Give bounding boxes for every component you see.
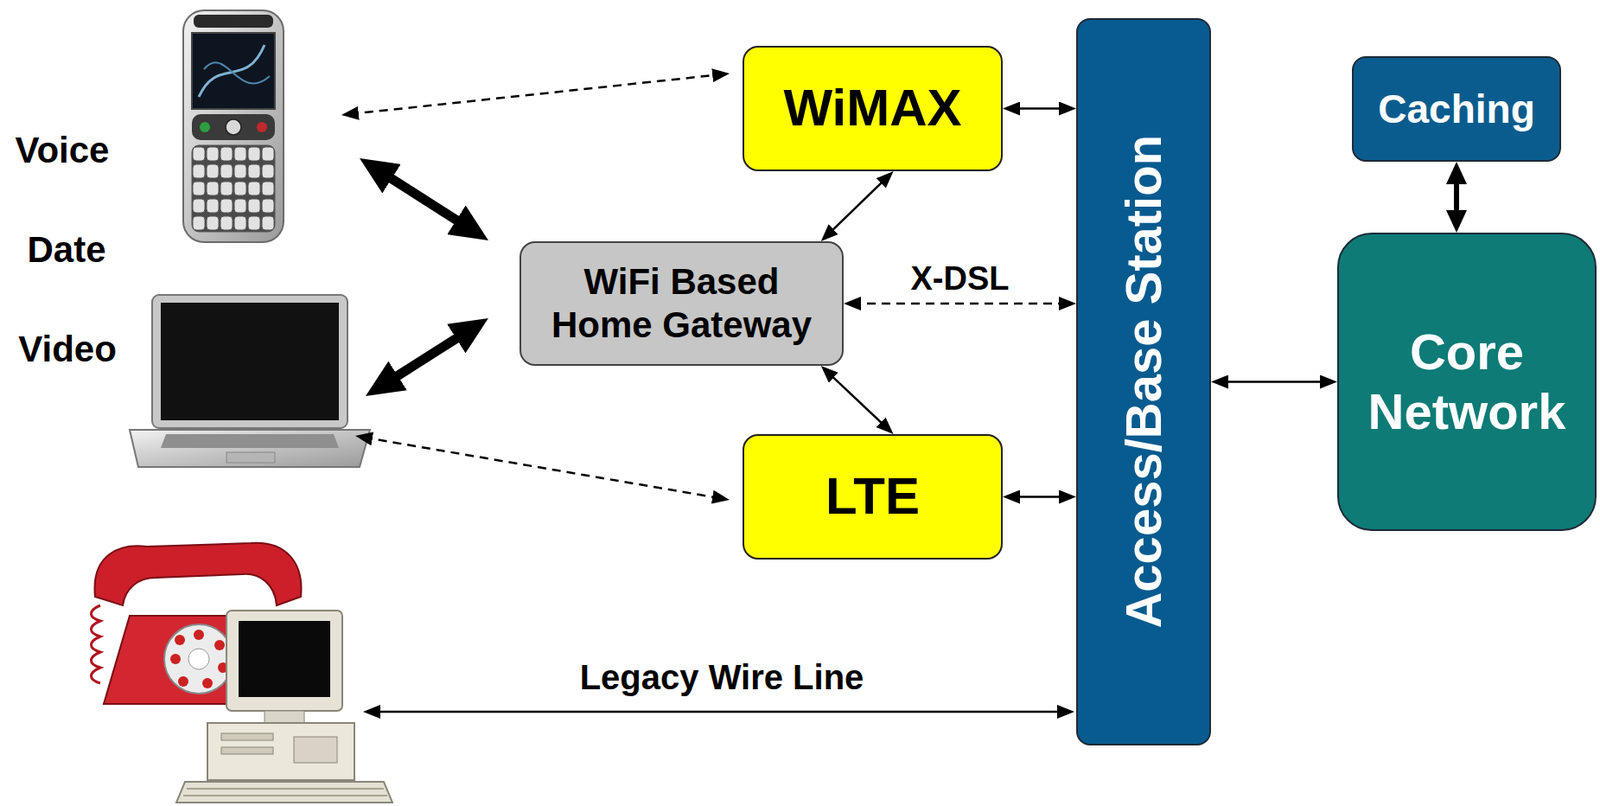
monitor-case	[226, 610, 343, 711]
node-label: Caching	[1377, 85, 1535, 133]
edge-label: X-DSL	[908, 260, 1013, 299]
key-row	[183, 794, 388, 797]
phone-handset	[95, 542, 302, 606]
access-tech-box: WiMAX	[742, 45, 1003, 172]
laptop-screen	[160, 302, 339, 421]
node-label: LTE	[825, 465, 920, 528]
dashed-link	[363, 437, 721, 499]
node-label: Access/Base Station	[1114, 134, 1173, 629]
laptop-lid	[152, 294, 348, 428]
monitor-stand	[264, 710, 305, 723]
computer-keyboard	[176, 781, 393, 803]
dial-hole	[174, 634, 185, 645]
desktop-computer-illustration	[176, 610, 393, 803]
thick-link	[387, 331, 466, 383]
phone-nav	[191, 114, 275, 141]
phone-screen	[191, 32, 275, 109]
laptop-illustration	[129, 294, 370, 467]
rotary-dial	[164, 624, 234, 694]
connector	[827, 371, 887, 428]
text-label: Legacy Wire Line	[577, 656, 867, 697]
end-button	[256, 121, 268, 133]
connector	[1219, 380, 1329, 383]
text-label: Date	[24, 229, 109, 271]
dial-hole	[193, 629, 204, 640]
phone-cord	[91, 605, 102, 683]
trackball	[225, 119, 242, 135]
call-button	[199, 121, 211, 133]
laptop-base	[129, 429, 370, 467]
node-label: Core Network	[1351, 322, 1583, 441]
access-tech-box: LTE	[742, 433, 1003, 560]
thick-link	[381, 172, 466, 227]
phone-top	[193, 14, 274, 28]
connector	[1011, 107, 1068, 110]
dial-hole	[214, 639, 225, 651]
drive-slot	[221, 733, 274, 740]
connector	[1453, 172, 1460, 223]
connector	[1011, 495, 1068, 498]
gateway-box: WiFi Based Home Gateway	[519, 241, 844, 366]
laptop-trackpad	[226, 452, 275, 463]
text-label: Voice	[12, 129, 113, 172]
wire-line	[371, 710, 1066, 714]
dashed-connector	[852, 302, 1068, 306]
dial-hole	[178, 675, 189, 687]
laptop-keyboard	[160, 433, 339, 448]
core-network-box: Core Network	[1337, 232, 1597, 531]
dial-hole	[202, 677, 213, 689]
node-label: WiMAX	[783, 77, 962, 140]
phone-body	[183, 10, 284, 243]
smartphone-illustration	[183, 10, 284, 243]
text-label: Video	[15, 328, 120, 370]
caching-box: Caching	[1351, 56, 1562, 162]
computer-case	[207, 722, 355, 780]
dashed-link	[350, 74, 721, 115]
dial-center	[188, 648, 210, 670]
screen-swirl	[203, 62, 270, 83]
phone-keyboard	[191, 145, 275, 232]
monitor-screen	[238, 620, 331, 697]
dial-hole	[170, 653, 181, 664]
drive-slot	[221, 746, 274, 754]
key-row	[186, 787, 384, 790]
case-panel	[293, 736, 338, 763]
node-label: WiFi Based Home Gateway	[533, 260, 830, 346]
connector	[827, 177, 887, 236]
base-station-bar: Access/Base Station	[1076, 18, 1212, 746]
